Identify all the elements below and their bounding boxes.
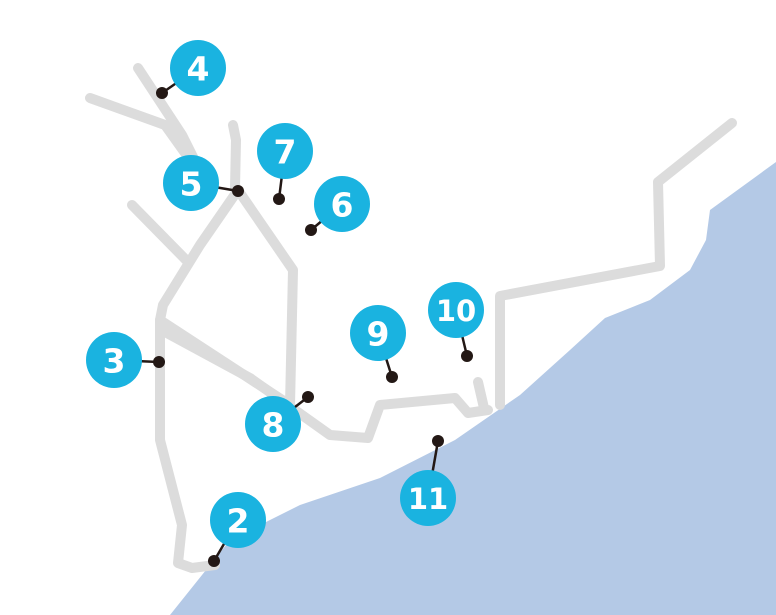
marker-pin-dot [305,224,317,236]
marker-number-label: 2 [227,502,250,541]
marker-number-label: 8 [262,406,285,445]
marker-5[interactable]: 5 [163,155,244,211]
marker-pin-dot [461,350,473,362]
marker-pin-dot [432,435,444,447]
marker-number-label: 4 [187,50,210,89]
road-central [160,327,493,443]
road-west-coastal [155,315,220,573]
marker-number-label: 9 [367,315,390,354]
marker-11[interactable]: 11 [400,435,456,526]
marker-badge [86,332,142,388]
marker-number-label: 11 [408,482,448,516]
marker-badge [314,176,370,232]
sea-area [170,162,776,615]
marker-pin-dot [302,391,314,403]
marker-number-label: 5 [180,165,203,204]
road-short-spur-2 [473,377,489,413]
road-inner-loop [155,185,298,410]
marker-number-label: 6 [331,186,354,225]
marker-number-label: 7 [274,133,297,172]
marker-number-label: 3 [103,342,126,381]
marker-2[interactable]: 2 [208,492,266,567]
marker-pin-dot [386,371,398,383]
marker-pin-dot [273,193,285,205]
road-west-spur [127,200,193,267]
marker-3[interactable]: 3 [86,332,165,388]
marker-badge [350,305,406,361]
marker-badge [210,492,266,548]
location-markers: 2 3 4 5 67 8 9 10 11 [86,40,484,567]
marker-9[interactable]: 9 [350,305,406,383]
marker-pin-dot [208,555,220,567]
road-northwest-branch-a [85,93,195,165]
marker-badge [245,396,301,452]
marker-badge [257,123,313,179]
marker-pin-dot [232,185,244,197]
marker-badge [170,40,226,96]
marker-6[interactable]: 6 [305,176,370,236]
marker-4[interactable]: 4 [156,40,226,99]
marker-badge [428,282,484,338]
road-northeast [495,118,737,410]
marker-pin-dot [156,87,168,99]
marker-badge [163,155,219,211]
marker-8[interactable]: 8 [245,391,314,452]
marker-7[interactable]: 7 [257,123,313,205]
marker-10[interactable]: 10 [428,282,484,362]
marker-pin-dot [153,356,165,368]
marker-badge [400,470,456,526]
marker-number-label: 10 [436,294,476,328]
road-network [85,63,737,573]
road-short-spur [228,120,241,193]
